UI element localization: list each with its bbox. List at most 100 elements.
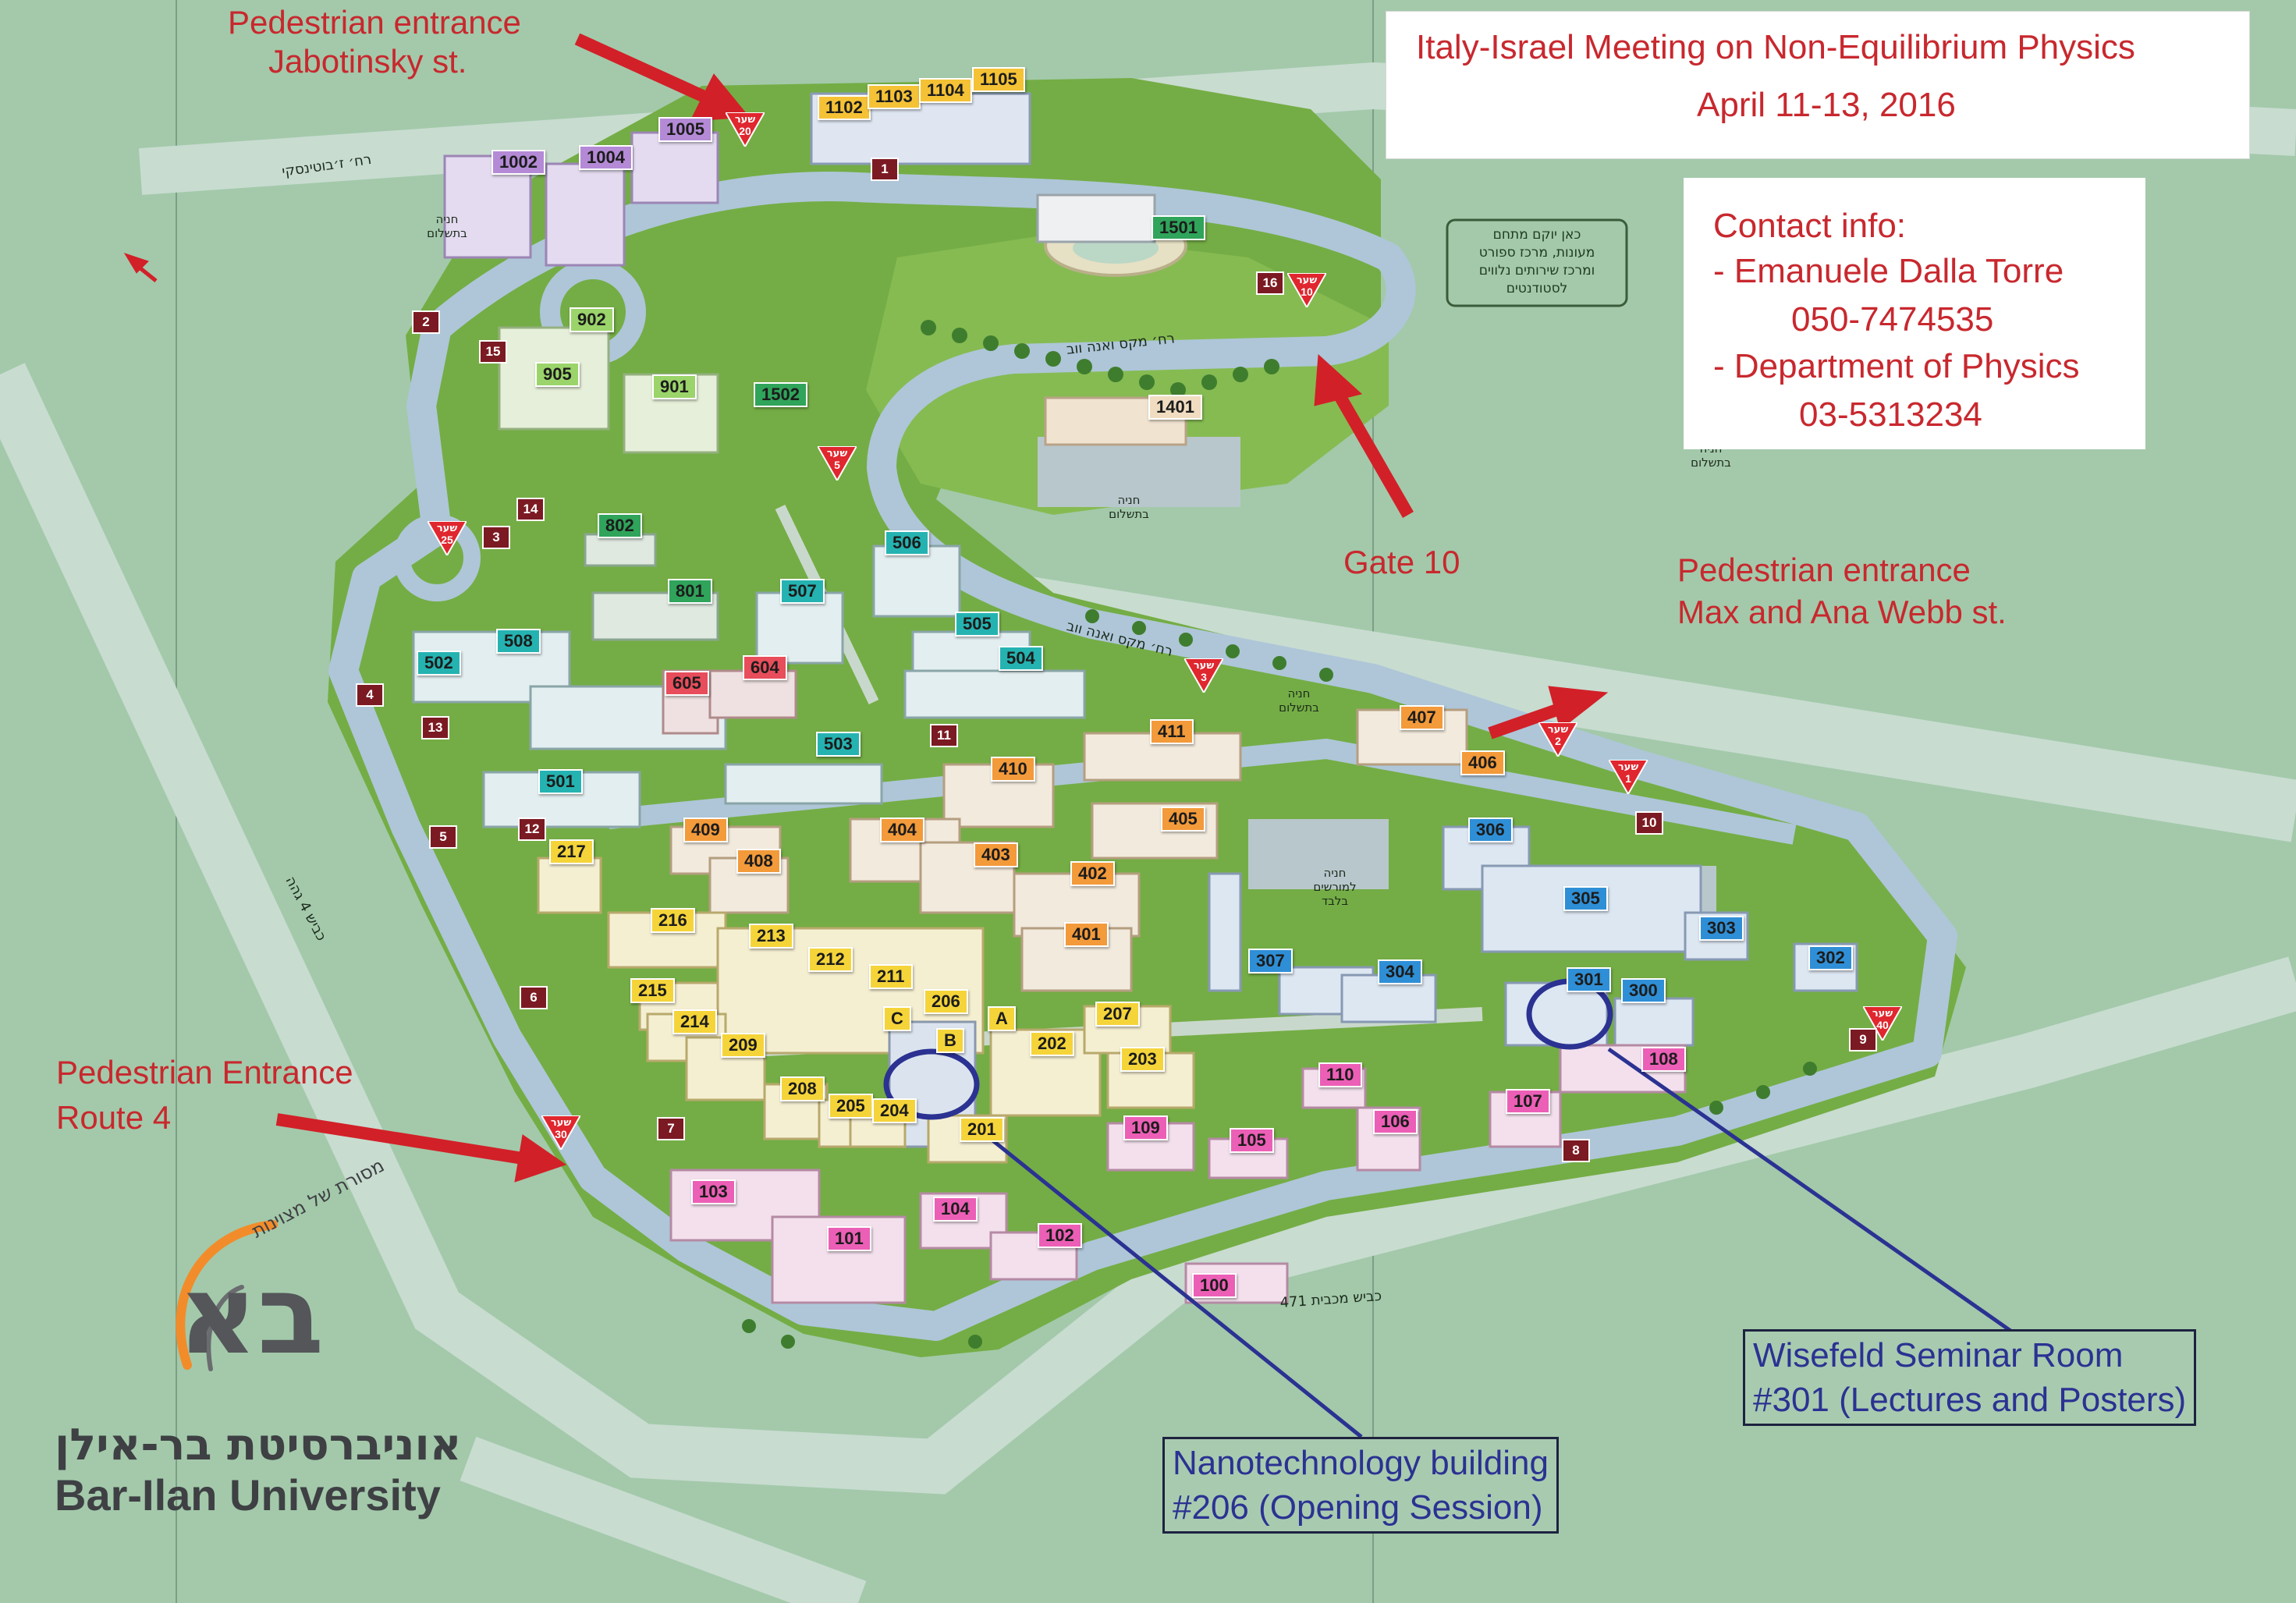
place-label-4: חניה למורשים בלבד	[1313, 866, 1357, 908]
building-label-1103: 1103	[868, 84, 921, 109]
building-label-402: 402	[1070, 861, 1115, 886]
highway-471	[460, 1436, 867, 1603]
contact-phone-2: 03-5313234	[1799, 395, 1982, 434]
building-label-209: 209	[721, 1033, 765, 1058]
building-label-213: 213	[749, 924, 793, 949]
callout-seminar-room: Wisefeld Seminar Room #301 (Lectures and…	[1743, 1329, 2197, 1427]
seminar-room-line-1: Wisefeld Seminar Room	[1753, 1336, 2124, 1374]
building-label-411: 411	[1150, 719, 1194, 744]
building-label-406: 406	[1460, 750, 1505, 775]
logo-english-name: Bar-Ilan University	[55, 1470, 441, 1520]
building-label-306: 306	[1468, 817, 1513, 842]
seminar-room-line-2: #301 (Lectures and Posters)	[1753, 1381, 2187, 1420]
route-marker-15: 15	[479, 340, 507, 364]
building-label-506: 506	[885, 530, 929, 555]
ring-road	[328, 172, 1957, 1341]
callout-nano-building: Nanotechnology building #206 (Opening Se…	[1162, 1437, 1559, 1534]
building-label-1502: 1502	[754, 382, 807, 407]
building-label-902: 902	[570, 307, 614, 332]
building-label-204: 204	[872, 1098, 917, 1123]
gate-5-word: שער	[826, 448, 848, 459]
building-label-300: 300	[1621, 978, 1666, 1003]
building-label-1401: 1401	[1148, 395, 1202, 420]
building-label-504: 504	[999, 646, 1043, 671]
building-label-501: 501	[538, 769, 583, 794]
building-label-1501: 1501	[1152, 215, 1205, 240]
building-label-305: 305	[1563, 886, 1608, 911]
place-label-0: חניה בתשלום	[427, 212, 467, 240]
building-label-100: 100	[1192, 1273, 1237, 1298]
building-label-302: 302	[1808, 945, 1853, 970]
building-label-212: 212	[808, 947, 853, 972]
building-label-B: B	[936, 1028, 964, 1053]
route-marker-6: 6	[520, 986, 548, 1009]
north-lawn	[866, 234, 1389, 515]
contact-info-box: Contact info: - Emanuele Dalla Torre 050…	[1684, 178, 2145, 449]
gate-5-number: 5	[834, 459, 840, 471]
building-label-103: 103	[691, 1179, 736, 1204]
contact-phone-1: 050-7474535	[1791, 300, 1994, 339]
event-dates: April 11-13, 2016	[1697, 86, 1956, 124]
building-label-208: 208	[780, 1076, 825, 1101]
building-label-201: 201	[960, 1117, 1004, 1142]
building-label-1102: 1102	[818, 95, 871, 120]
route-marker-4: 4	[356, 683, 384, 707]
parking-lot-north	[1038, 437, 1240, 507]
building-label-202: 202	[1030, 1031, 1074, 1056]
building-label-1004: 1004	[579, 145, 633, 170]
future-note-line-4: לסטודנטים	[1506, 280, 1568, 296]
gate-40-word: שער	[1872, 1008, 1893, 1020]
gate-10-word: שער	[1296, 275, 1318, 286]
gate-2-number: 2	[1555, 735, 1561, 747]
building-label-1105: 1105	[972, 67, 1025, 92]
building-label-104: 104	[933, 1197, 978, 1222]
label-pedestrian-route4-2: Route 4	[56, 1099, 172, 1136]
gate-10-number: 10	[1301, 285, 1313, 298]
building-label-403: 403	[974, 842, 1018, 867]
building-label-409: 409	[683, 817, 728, 842]
label-pedestrian-jabotinsky-1: Pedestrian entrance	[228, 4, 521, 41]
gate-1-word: שער	[1617, 761, 1639, 773]
future-note-line-3: ומרכז שירותים נלווים	[1478, 262, 1595, 278]
building-label-408: 408	[736, 849, 781, 874]
route-marker-13: 13	[421, 716, 449, 739]
route-marker-5: 5	[429, 825, 457, 849]
building-label-307: 307	[1248, 949, 1293, 974]
route-marker-2: 2	[412, 310, 440, 334]
gate-2-word: שער	[1547, 724, 1569, 736]
gate-1-number: 1	[1625, 772, 1631, 785]
building-label-110: 110	[1318, 1062, 1362, 1087]
building-label-801: 801	[668, 579, 712, 604]
building-label-108: 108	[1641, 1047, 1686, 1072]
highlight-circle-206	[883, 1048, 980, 1120]
route-marker-14: 14	[516, 498, 545, 521]
route-marker-7: 7	[657, 1117, 685, 1140]
building-label-605: 605	[665, 671, 709, 696]
building-label-304: 304	[1378, 959, 1422, 984]
building-label-106: 106	[1373, 1109, 1418, 1134]
red-arrows	[123, 33, 1609, 1183]
contact-department: - Department of Physics	[1713, 347, 2080, 385]
label-pedestrian-webb-1: Pedestrian entrance	[1677, 551, 1971, 588]
nano-building-line-2: #206 (Opening Session)	[1173, 1488, 1543, 1527]
contact-heading: Contact info:	[1713, 207, 1907, 245]
building-label-109: 109	[1123, 1115, 1168, 1140]
building-label-217: 217	[549, 839, 594, 864]
building-label-404: 404	[880, 817, 924, 842]
logo-mark-letters: בא	[178, 1252, 325, 1379]
route-marker-11: 11	[930, 724, 958, 747]
gate-25-number: 25	[441, 534, 453, 546]
route-marker-1: 1	[871, 158, 899, 181]
event-title: Italy-Israel Meeting on Non-Equilibrium …	[1416, 28, 2135, 66]
gate-40-number: 40	[1876, 1019, 1889, 1031]
pointer-line-206	[970, 1122, 1363, 1438]
route-marker-10: 10	[1635, 811, 1663, 835]
gate-30-word: שער	[550, 1117, 572, 1129]
building-label-205: 205	[829, 1094, 873, 1119]
